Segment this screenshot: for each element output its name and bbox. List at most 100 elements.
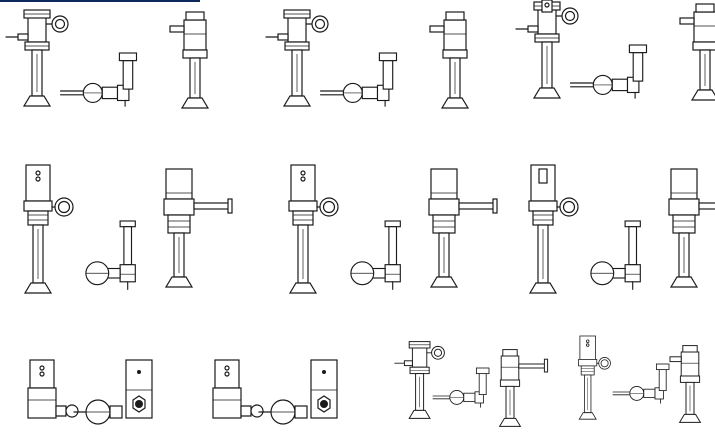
side-elevation [432, 367, 490, 408]
supply-nut [65, 404, 79, 418]
stop-coupling [294, 405, 308, 419]
rear-elevation [163, 168, 233, 288]
rear-cap [695, 3, 715, 13]
valve-set-row3-small-2 [578, 335, 702, 423]
coupling-stack [27, 210, 49, 226]
spud-flange [282, 95, 312, 107]
spud-flange [180, 97, 210, 109]
rear-collar [668, 198, 700, 216]
elbow [119, 264, 136, 283]
stop-coupling [361, 86, 379, 100]
rear-body [680, 351, 700, 377]
rear-cover [165, 168, 193, 200]
coupling-stack [580, 365, 595, 376]
riser [478, 373, 487, 396]
side-elevation [612, 363, 670, 404]
rear-coupling [692, 41, 715, 51]
rear-collar [163, 198, 195, 216]
riser-cap [384, 220, 401, 228]
sensor-eye [39, 365, 45, 371]
riser [122, 60, 134, 90]
front-elevation [578, 335, 611, 420]
stop-valve [258, 399, 308, 425]
riser [628, 226, 638, 266]
valve-set-row2-2 [288, 164, 498, 294]
supply-arm [458, 202, 496, 210]
side-elevation [350, 220, 401, 290]
side-elevation [85, 220, 136, 290]
rear-collar [428, 198, 460, 216]
rear-elevation [668, 168, 715, 288]
riser-cap [628, 44, 648, 54]
hex-bore [320, 400, 328, 408]
riser-cap [378, 52, 398, 62]
rear-elevation [429, 11, 470, 109]
spud-flange [532, 87, 562, 99]
riser-cap [655, 363, 670, 371]
side-elevation [590, 220, 641, 290]
coupling-stack [167, 214, 191, 234]
riser-cap [624, 220, 641, 228]
outlet-stub [55, 405, 67, 417]
stop-coupling [101, 86, 119, 100]
handle-coupling [527, 25, 539, 33]
rear-cap [682, 345, 698, 353]
rear-body [183, 19, 207, 51]
rear-elevation [310, 359, 338, 419]
valve-set-row3-2 [212, 359, 338, 425]
rear-body [443, 19, 467, 51]
indicator-dot [322, 370, 326, 374]
coupling-stack [532, 210, 554, 226]
supply-bore [564, 10, 576, 22]
handle-coupling [277, 33, 289, 41]
supply-bore [322, 200, 336, 214]
rear-cap [185, 11, 205, 21]
stop-coupling [611, 78, 629, 92]
rear-coupling [182, 49, 208, 59]
compact-body [212, 387, 242, 419]
supply-bore [57, 200, 71, 214]
side-elevation [569, 44, 648, 99]
spud-flange [578, 412, 597, 420]
supply-bore [54, 18, 66, 30]
valve-set-row2-3 [528, 164, 715, 294]
riser-cap [118, 52, 138, 62]
wall-flange [543, 358, 549, 373]
supply-bore [600, 359, 609, 368]
wall-flange [492, 198, 498, 214]
valve-set-row3-1 [27, 359, 153, 425]
handle-coupling [17, 33, 29, 41]
sensor-eye [300, 170, 306, 176]
compact-body [27, 387, 57, 419]
elbow [384, 264, 401, 283]
rear-cap [445, 11, 465, 21]
rear-elevation [125, 359, 153, 419]
supply-arm [518, 363, 547, 369]
handle-coupling [403, 360, 413, 367]
rear-stub [669, 356, 682, 363]
indicator-dot [137, 370, 141, 374]
outlet-stub [240, 405, 252, 417]
rear-stub [429, 25, 445, 33]
spud-flange [22, 95, 52, 107]
riser [388, 226, 398, 266]
spud-flange [408, 409, 431, 419]
sensor-cover [25, 164, 51, 202]
stop-coupling [643, 388, 656, 399]
rear-elevation [428, 168, 498, 288]
stop-coupling [109, 405, 123, 419]
rear-body [693, 11, 715, 43]
supply-nut [250, 404, 264, 418]
valve-set-row3-small-1 [394, 341, 549, 427]
side-elevation [319, 52, 398, 107]
sensor-window [538, 168, 548, 184]
spud-flange [690, 89, 715, 101]
sensor-eye [224, 365, 230, 371]
sensor-eye [544, 2, 550, 8]
rear-stub [169, 25, 185, 33]
spud-flange [429, 276, 459, 288]
elbow [624, 264, 641, 283]
supply-bore [314, 18, 326, 30]
